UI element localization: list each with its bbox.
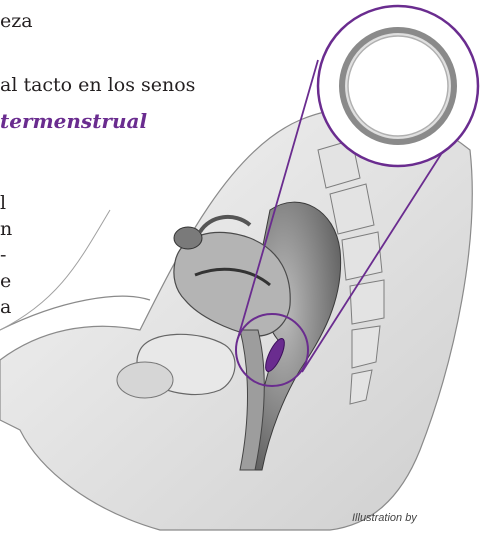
text-fragment: e: [0, 270, 11, 292]
text-fragment: l: [0, 192, 6, 214]
text-line-1: eza: [0, 10, 33, 32]
text-line-2: al tacto en los senos: [0, 74, 195, 96]
text-fragment: -: [0, 244, 6, 266]
illustration-credit: Illustration by: [352, 512, 417, 524]
thigh: [0, 296, 150, 330]
heading-purple: termenstrual: [0, 110, 147, 132]
ovary: [174, 227, 202, 249]
text-fragment: a: [0, 296, 11, 318]
text-fragment: n: [0, 218, 12, 240]
